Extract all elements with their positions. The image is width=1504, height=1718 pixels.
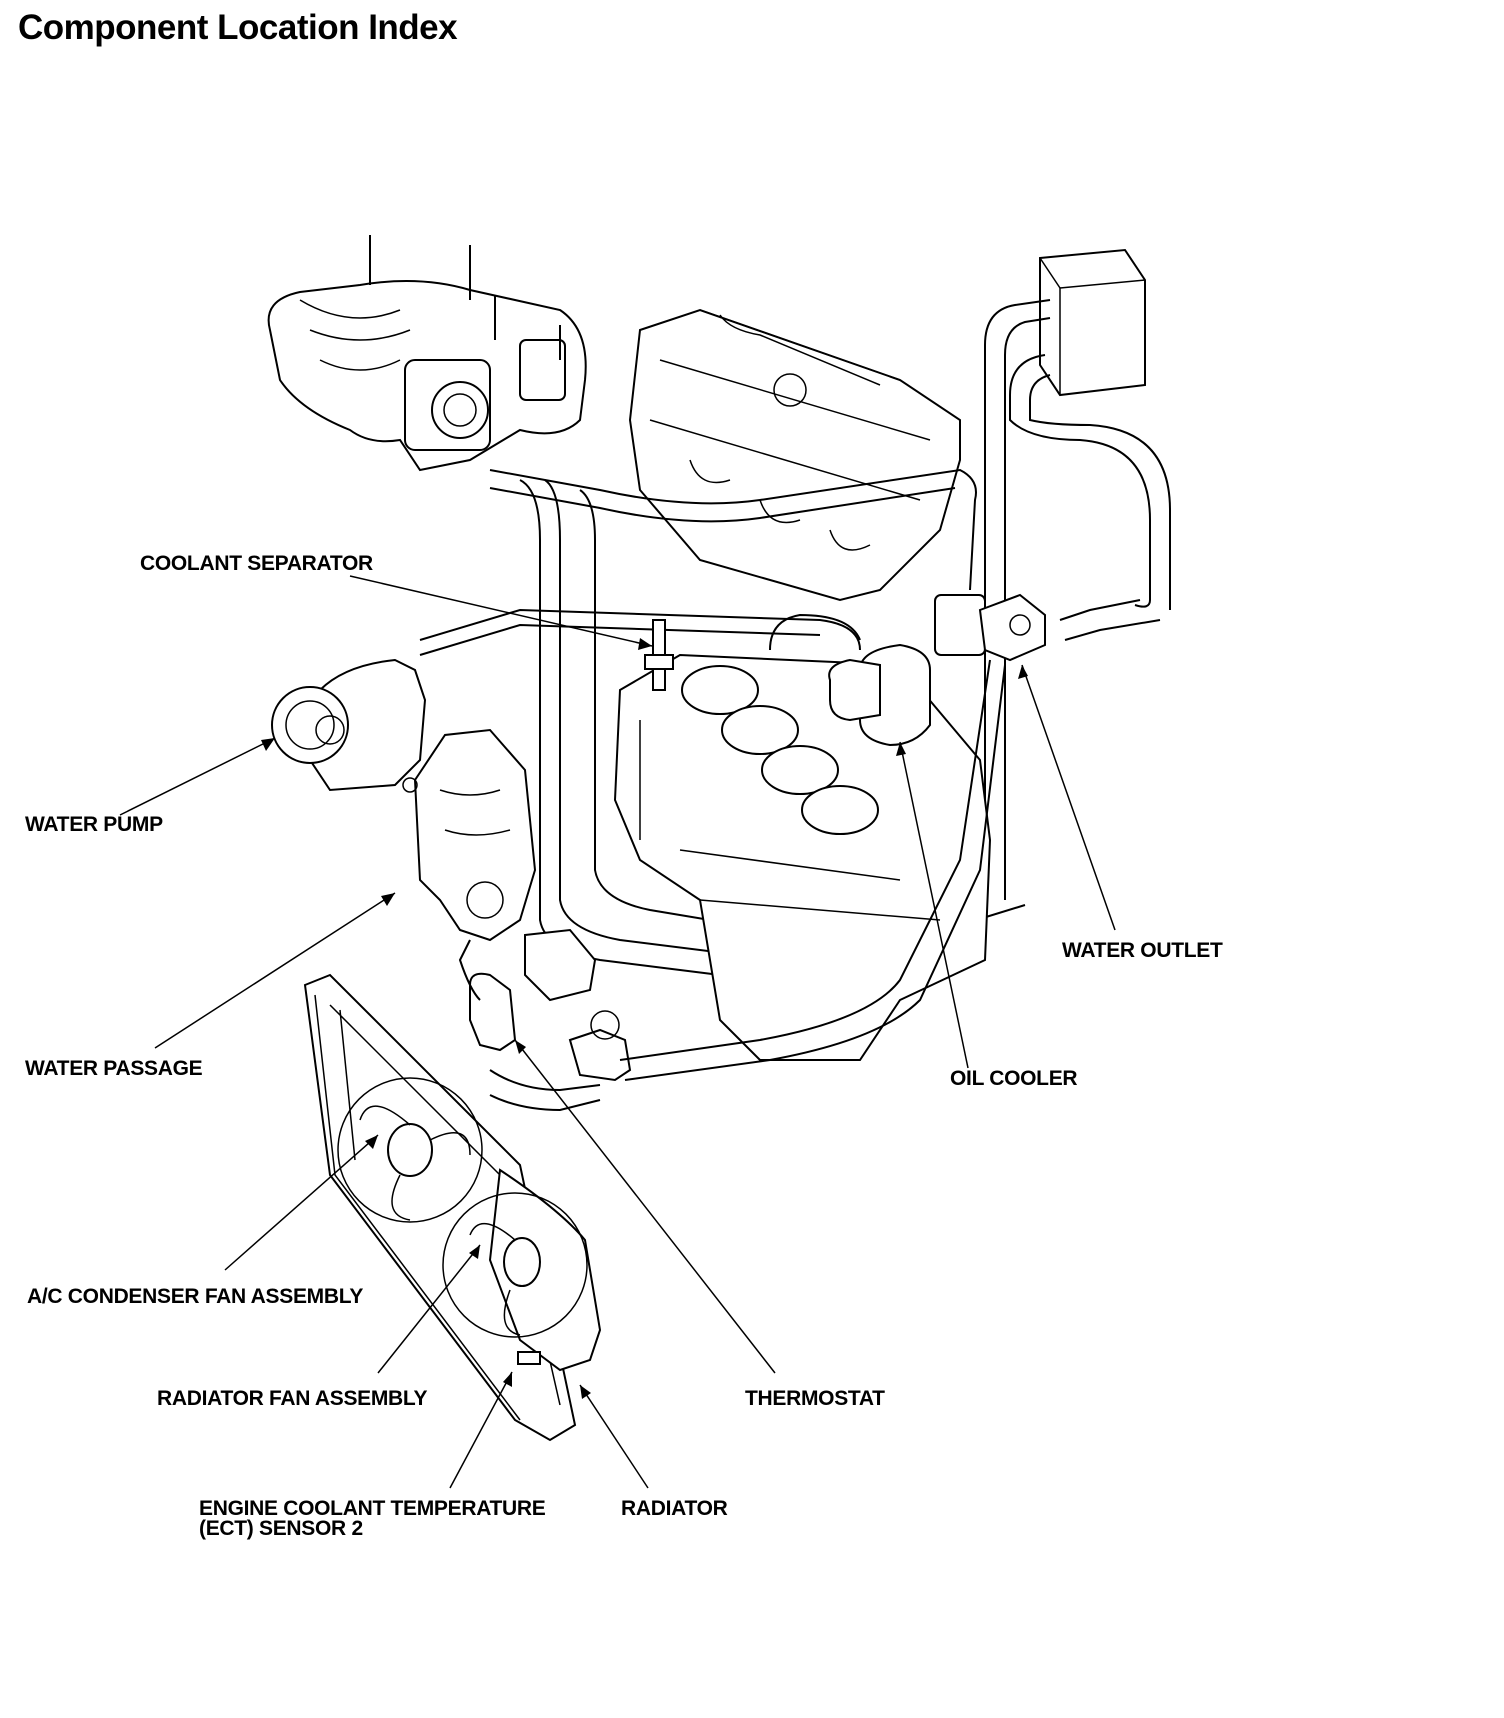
leader-thermostat	[514, 1039, 776, 1374]
label-radiator-fan: RADIATOR FAN ASSEMBLY	[157, 1387, 428, 1410]
leader-radiator	[579, 1384, 649, 1489]
label-oil-cooler: OIL COOLER	[950, 1067, 1078, 1090]
water-passage-illustration	[402, 728, 537, 942]
oil-cooler-illustration	[769, 613, 931, 747]
leader-oil-cooler	[899, 741, 969, 1069]
engine-block-illustration	[613, 653, 992, 1061]
label-radiator: RADIATOR	[621, 1497, 728, 1520]
label-ect-sensor-line2: (ECT) SENSOR 2	[199, 1517, 363, 1540]
thermostat-illustration	[458, 659, 1006, 1112]
leader-coolant-separator	[349, 575, 653, 647]
label-water-passage: WATER PASSAGE	[25, 1057, 203, 1080]
leader-arrowheads	[261, 638, 1028, 1399]
coolant-separator-illustration	[644, 619, 674, 691]
label-water-outlet: WATER OUTLET	[1062, 939, 1223, 962]
label-ac-condenser-fan: A/C CONDENSER FAN ASSEMBLY	[27, 1285, 364, 1308]
leader-ac-condenser-fan	[224, 1134, 379, 1271]
label-water-pump: WATER PUMP	[25, 813, 163, 836]
leader-lines	[119, 575, 1116, 1489]
ect-sensor-illustration	[517, 1351, 541, 1365]
label-coolant-separator: COOLANT SEPARATOR	[140, 552, 373, 575]
label-ect-sensor-line1: ENGINE COOLANT TEMPERATURE	[199, 1497, 546, 1520]
cylinder-head-illustration	[628, 308, 961, 602]
leader-water-outlet	[1021, 664, 1116, 931]
water-outlet-illustration	[934, 593, 1046, 662]
ac-condenser-fan-illustration	[337, 1077, 483, 1223]
leader-ect-sensor	[449, 1371, 513, 1489]
leader-radiator-fan	[377, 1244, 481, 1374]
leader-water-pump	[119, 737, 276, 816]
intake-manifold-illustration	[267, 235, 587, 472]
leader-water-passage	[154, 892, 396, 1049]
heater-core-illustration	[1039, 248, 1146, 397]
water-pump-illustration	[271, 658, 427, 792]
page-title: Component Location Index	[18, 8, 458, 47]
radiator-fan-illustration	[442, 1168, 602, 1372]
label-thermostat: THERMOSTAT	[745, 1387, 885, 1410]
